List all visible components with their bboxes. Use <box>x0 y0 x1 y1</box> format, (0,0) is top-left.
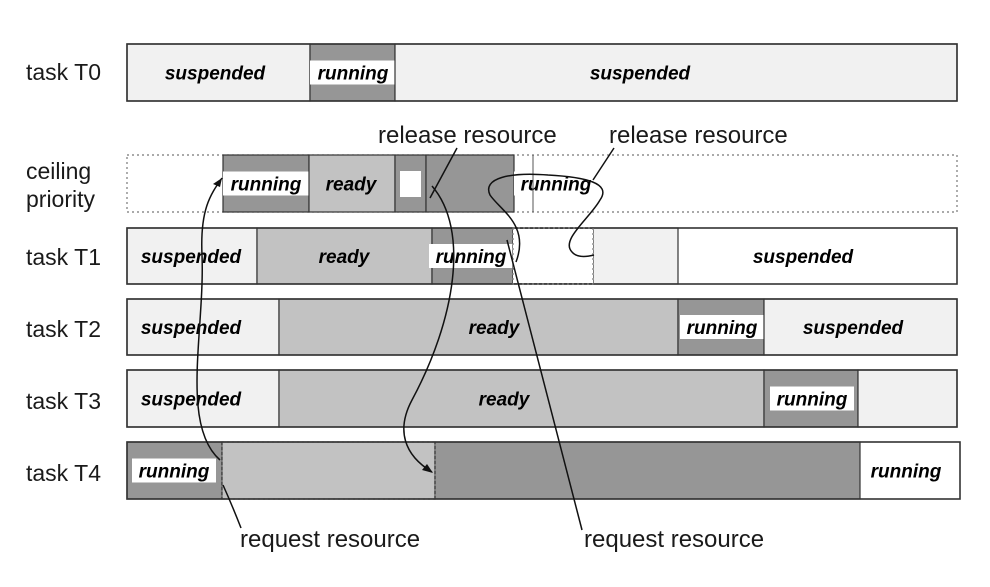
row-labels: task T0 ceiling priority task T1 task T2… <box>26 59 101 486</box>
segment-fill <box>278 369 765 428</box>
segment-label: suspended <box>590 64 691 85</box>
arrow-t4-to-ceiling <box>196 177 223 461</box>
segment-label: ready <box>326 175 378 196</box>
label-box <box>770 386 854 411</box>
lane-ceiling-priority: running ready running <box>126 154 958 213</box>
segment-running: running <box>309 43 396 102</box>
segment-fill <box>425 154 515 213</box>
label-box <box>680 315 764 339</box>
leader-request-resource-1 <box>222 484 242 529</box>
annotation-request-resource-1: request resource <box>240 526 420 553</box>
row-label-task-t3: task T3 <box>26 388 101 414</box>
segment-label: running <box>436 247 507 268</box>
annotation-release-resource-2: release resource <box>609 122 788 149</box>
lane-outline <box>126 369 958 428</box>
connectors <box>196 147 615 531</box>
segment-ready: ready <box>278 298 679 356</box>
segment-label: suspended <box>803 318 904 339</box>
row-label-task-t2: task T2 <box>26 316 101 342</box>
segment-suspended: suspended <box>592 227 854 285</box>
segment-fill <box>763 298 958 356</box>
lane-outline <box>126 441 961 500</box>
lane-task-t0: suspended running suspended <box>126 43 958 102</box>
leader-release-resource-2 <box>592 147 615 181</box>
segment-label: ready <box>479 390 531 411</box>
arrowhead-ceiling <box>213 178 222 187</box>
row-label-task-t1: task T1 <box>26 244 101 270</box>
annotation-release-resource-1: release resource <box>378 122 557 149</box>
annotations: release resource release resource reques… <box>240 122 788 553</box>
arrow-ceiling-to-t4-ready <box>403 185 455 473</box>
segment-label: ready <box>469 318 521 339</box>
idle-gap-outline <box>512 227 594 285</box>
row-label-priority: priority <box>26 186 96 212</box>
segment-label: ready <box>319 247 371 268</box>
segment-running: running <box>763 369 859 428</box>
segment-running: running <box>434 441 948 500</box>
segment-fill <box>857 369 958 428</box>
lane-outline <box>126 43 958 102</box>
segment-fill <box>592 227 679 285</box>
segment-suspended <box>857 369 958 428</box>
segment-running: running <box>429 227 514 285</box>
lane-outline <box>126 154 958 213</box>
segment-suspended: suspended <box>763 298 958 356</box>
curve-t1-ceiling-t1 <box>487 173 604 263</box>
segment-label: running <box>871 462 942 483</box>
segment-label: suspended <box>141 390 242 411</box>
segment-suspended: suspended <box>126 227 258 285</box>
segment-suspended: suspended <box>126 298 280 356</box>
segment-running: running <box>677 298 765 356</box>
segment-ready: ready <box>256 227 433 285</box>
segment-label: suspended <box>141 247 242 268</box>
label-box <box>429 244 513 268</box>
segment-ready: ready <box>308 154 396 213</box>
annotation-request-resource-2: request resource <box>584 526 764 553</box>
segment-label: running <box>687 318 758 339</box>
segment-running: running <box>126 441 223 500</box>
segment-fill <box>126 227 258 285</box>
segment-label: suspended <box>753 247 854 268</box>
segment-label: suspended <box>165 64 266 85</box>
segment-fill <box>126 43 311 102</box>
row-label-ceiling: ceiling <box>26 158 91 184</box>
segment-running: running <box>425 154 598 213</box>
segment-running: running <box>222 154 310 213</box>
lane-task-t1: suspendedreadyrunningrunningsuspended <box>126 227 958 285</box>
segment-label: running <box>777 390 848 411</box>
label-box <box>310 60 396 85</box>
label-box <box>864 458 948 483</box>
segment-fill <box>434 441 861 500</box>
segment-label: running <box>231 175 302 196</box>
lane-task-t2: suspended ready running suspended <box>126 298 958 356</box>
segment-running <box>394 154 427 213</box>
segment-suspended: suspended <box>126 369 280 428</box>
segment-fill <box>394 43 958 102</box>
segment-label: running <box>521 175 592 196</box>
segment-fill <box>308 154 396 213</box>
arrowhead-t4-ready <box>422 464 433 473</box>
segment-suspended: suspended <box>126 43 311 102</box>
segment-suspended: suspended <box>394 43 958 102</box>
label-box <box>400 171 421 197</box>
row-label-task-t0: task T0 <box>26 59 101 85</box>
label-box <box>132 458 216 483</box>
segment-label: running <box>318 64 389 85</box>
segment-label: suspended <box>141 318 242 339</box>
segment-fill <box>221 441 436 500</box>
lane-task-t3: suspended ready running <box>126 369 958 428</box>
row-label-task-t4: task T4 <box>26 460 101 486</box>
segment-label: running <box>139 462 210 483</box>
label-box <box>223 171 309 196</box>
lane-outline <box>126 298 958 356</box>
segment-ready: ready <box>278 369 765 428</box>
leader-request-resource-2 <box>506 239 583 531</box>
